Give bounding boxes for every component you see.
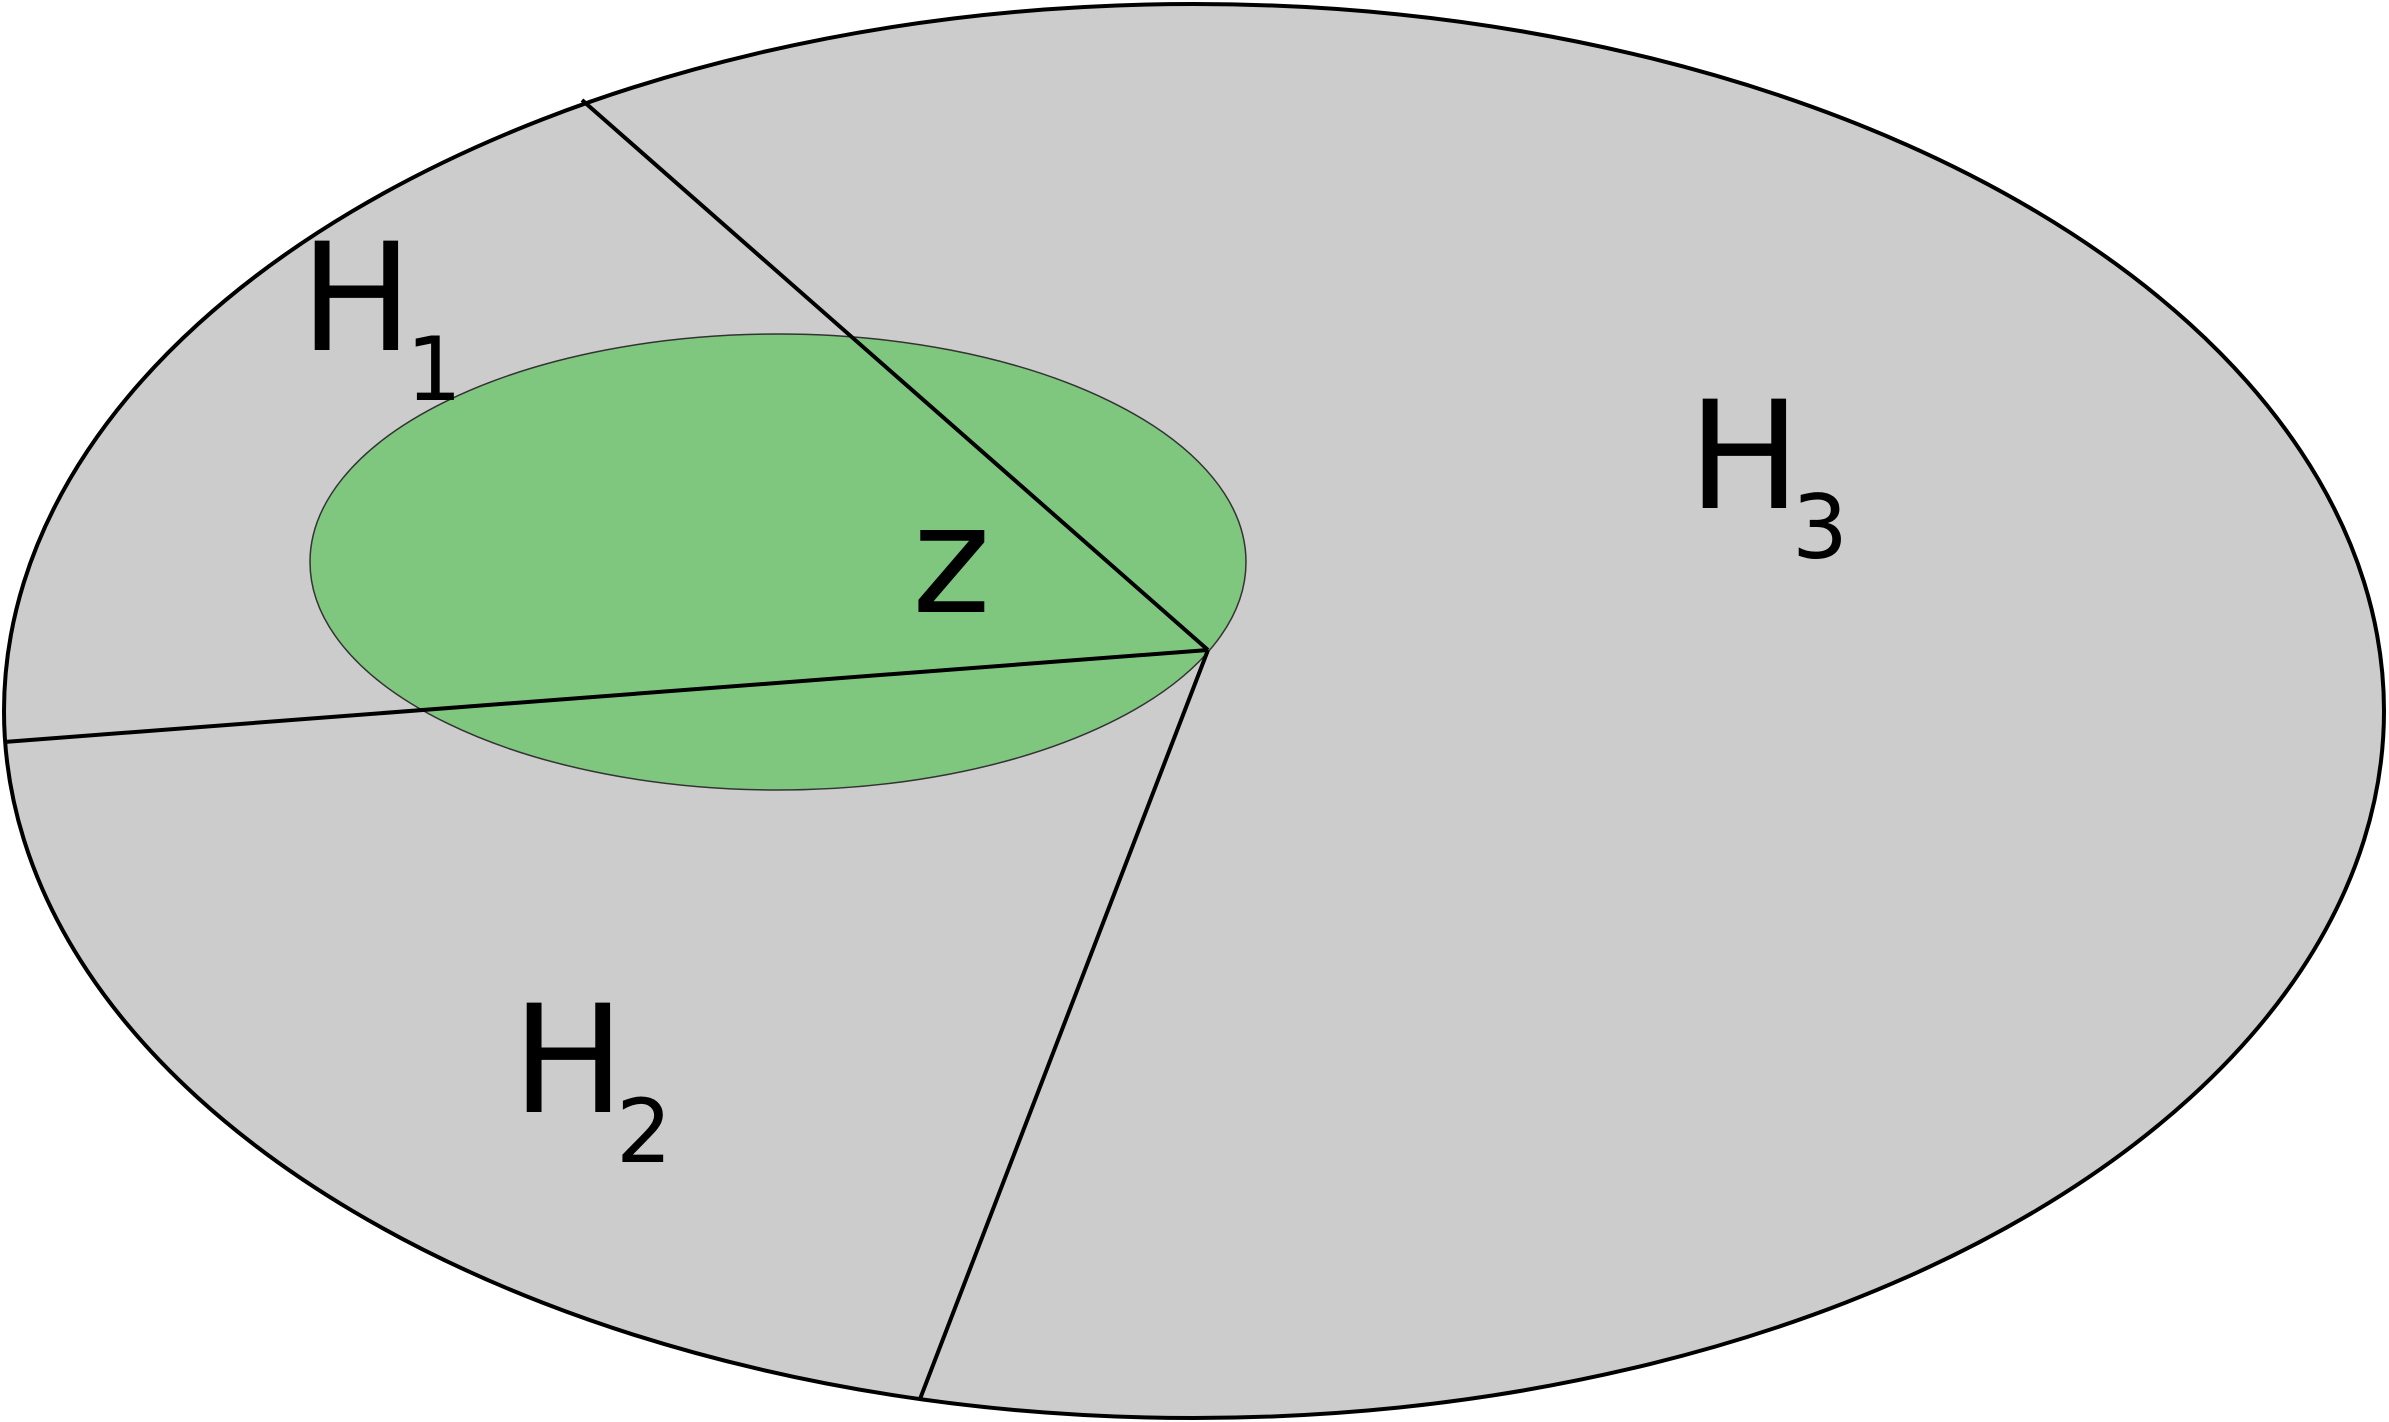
partition-line-h1-h3 xyxy=(580,98,1210,652)
inner-set-label: z xyxy=(912,474,991,648)
region-label-h2: H 2 xyxy=(512,974,672,1183)
partition-line-h1-h2 xyxy=(3,648,1209,744)
region-h1-letter: H xyxy=(300,212,413,386)
region-h3-letter: H xyxy=(1688,370,1801,544)
region-h3-subscript: 3 xyxy=(1792,476,1848,579)
region-h2-subscript: 2 xyxy=(616,1080,672,1183)
region-h1-subscript: 1 xyxy=(406,318,462,421)
region-label-h1: H 1 xyxy=(300,212,462,421)
region-h2-letter: H xyxy=(512,974,625,1148)
region-label-h3: H 3 xyxy=(1688,370,1848,579)
partition-line-h2-h3 xyxy=(918,649,1210,1400)
inner-set-z xyxy=(309,333,1247,791)
